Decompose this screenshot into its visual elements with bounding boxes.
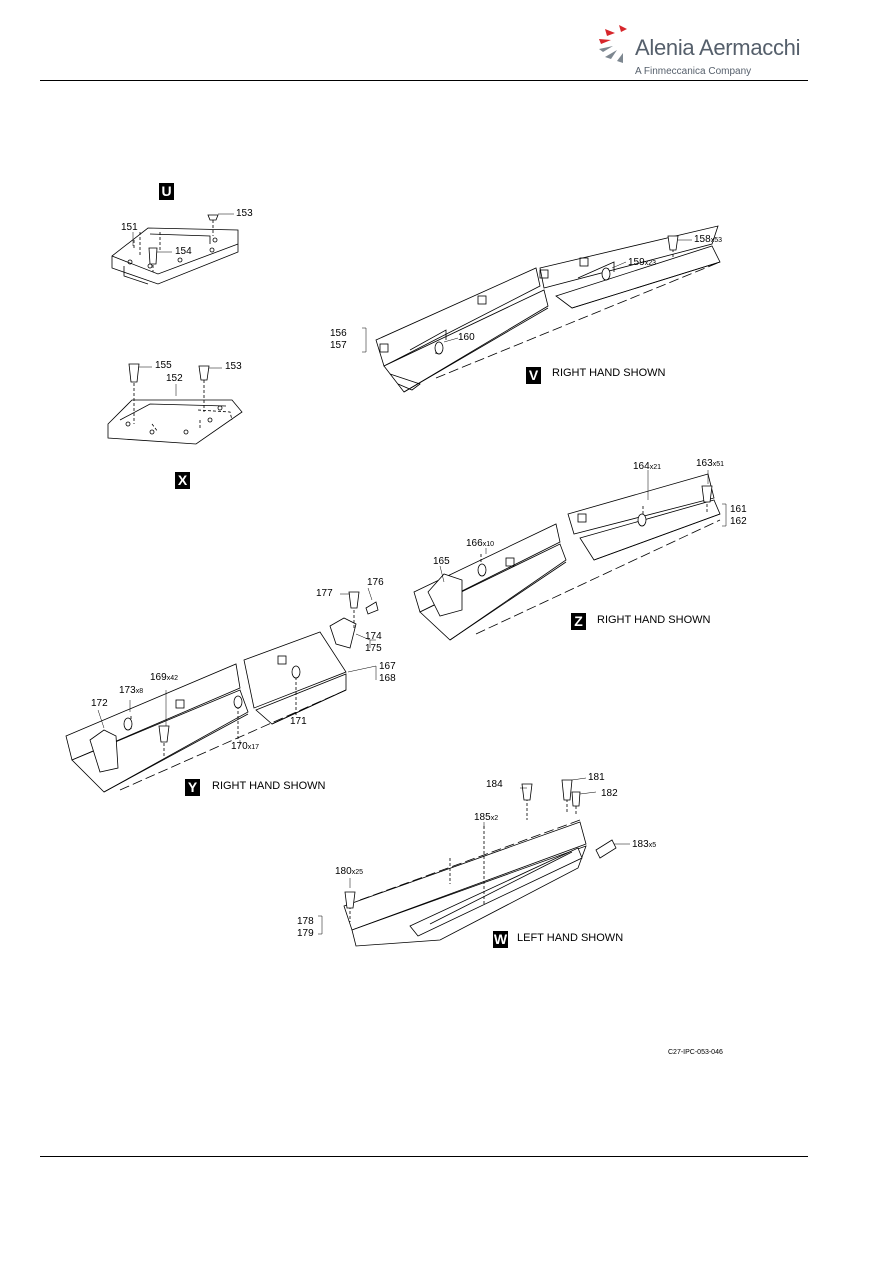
callout-175: 175 — [365, 643, 382, 654]
view-u-plate — [111, 214, 239, 285]
qty-159: x23 — [644, 260, 656, 267]
view-v-angle — [375, 225, 721, 393]
callout-158: 158x53 — [694, 234, 722, 245]
qty-180: x25 — [351, 869, 363, 876]
qty-170: x17 — [247, 744, 259, 751]
callout-163: 163x51 — [696, 458, 724, 469]
callout-151: 151 — [121, 222, 138, 233]
brand-swoosh-icon — [599, 25, 627, 63]
callout-167: 167 — [379, 661, 396, 672]
callout-155: 155 — [155, 360, 172, 371]
callout-183: 183x5 — [632, 839, 657, 850]
qty-185: x2 — [490, 815, 499, 822]
callout-159: 159x23 — [628, 257, 656, 268]
qty-166: x10 — [482, 541, 494, 548]
callout-153-u: 153 — [236, 208, 253, 219]
callout-182: 182 — [601, 788, 618, 799]
callout-172: 172 — [91, 698, 108, 709]
view-v-caption: RIGHT HAND SHOWN — [552, 367, 666, 379]
leader-lines — [97, 213, 727, 935]
callout-156: 156 — [330, 328, 347, 339]
view-x-plate — [107, 363, 243, 445]
callout-162: 162 — [730, 516, 747, 527]
view-marker-u: U — [159, 183, 174, 200]
callout-160: 160 — [458, 332, 475, 343]
brand-logo: Alenia Aermacchi A Finmeccanica Company — [597, 23, 801, 83]
callout-170: 170x17 — [231, 741, 259, 752]
callout-171: 171 — [290, 716, 307, 727]
view-y-caption: RIGHT HAND SHOWN — [212, 780, 326, 792]
brand-name: Alenia Aermacchi — [635, 35, 801, 60]
callout-154: 154 — [175, 246, 192, 257]
view-y-angle — [65, 631, 347, 793]
qty-163: x51 — [712, 461, 724, 468]
callout-177: 177 — [316, 588, 333, 599]
bracket-174-175 — [329, 591, 379, 649]
view-z-angle — [413, 473, 721, 641]
callout-169: 169x42 — [150, 672, 178, 683]
qty-183: x5 — [648, 842, 657, 849]
callout-178: 178 — [297, 916, 314, 927]
callout-165: 165 — [433, 556, 450, 567]
view-w-angle — [343, 779, 617, 947]
callout-185: 185x2 — [474, 812, 499, 823]
view-z-caption: RIGHT HAND SHOWN — [597, 614, 711, 626]
callout-166: 166x10 — [466, 538, 494, 549]
callout-153-x: 153 — [225, 361, 242, 372]
callout-179: 179 — [297, 928, 314, 939]
view-marker-y: Y — [185, 779, 200, 796]
footer-rule — [40, 1156, 808, 1157]
view-marker-v: V — [526, 367, 541, 384]
qty-158: x53 — [710, 237, 722, 244]
callout-181: 181 — [588, 772, 605, 783]
callout-152: 152 — [166, 373, 183, 384]
view-w-caption: LEFT HAND SHOWN — [517, 932, 624, 944]
callout-180: 180x25 — [335, 866, 363, 877]
brand-tagline: A Finmeccanica Company — [635, 66, 752, 77]
header-rule — [40, 80, 808, 81]
callout-157: 157 — [330, 340, 347, 351]
view-marker-w: W — [493, 931, 508, 948]
view-marker-z: Z — [571, 613, 586, 630]
qty-169: x42 — [166, 675, 178, 682]
callout-168: 168 — [379, 673, 396, 684]
callout-161: 161 — [730, 504, 747, 515]
view-marker-x: X — [175, 472, 190, 489]
callout-176: 176 — [367, 577, 384, 588]
qty-173: x8 — [135, 688, 144, 695]
callout-174: 174 — [365, 631, 382, 642]
callout-164: 164x21 — [633, 461, 661, 472]
callout-173: 173x8 — [119, 685, 144, 696]
qty-164: x21 — [649, 464, 661, 471]
figure-reference: C27-IPC-053-046 — [668, 1049, 723, 1056]
callout-184: 184 — [486, 779, 503, 790]
